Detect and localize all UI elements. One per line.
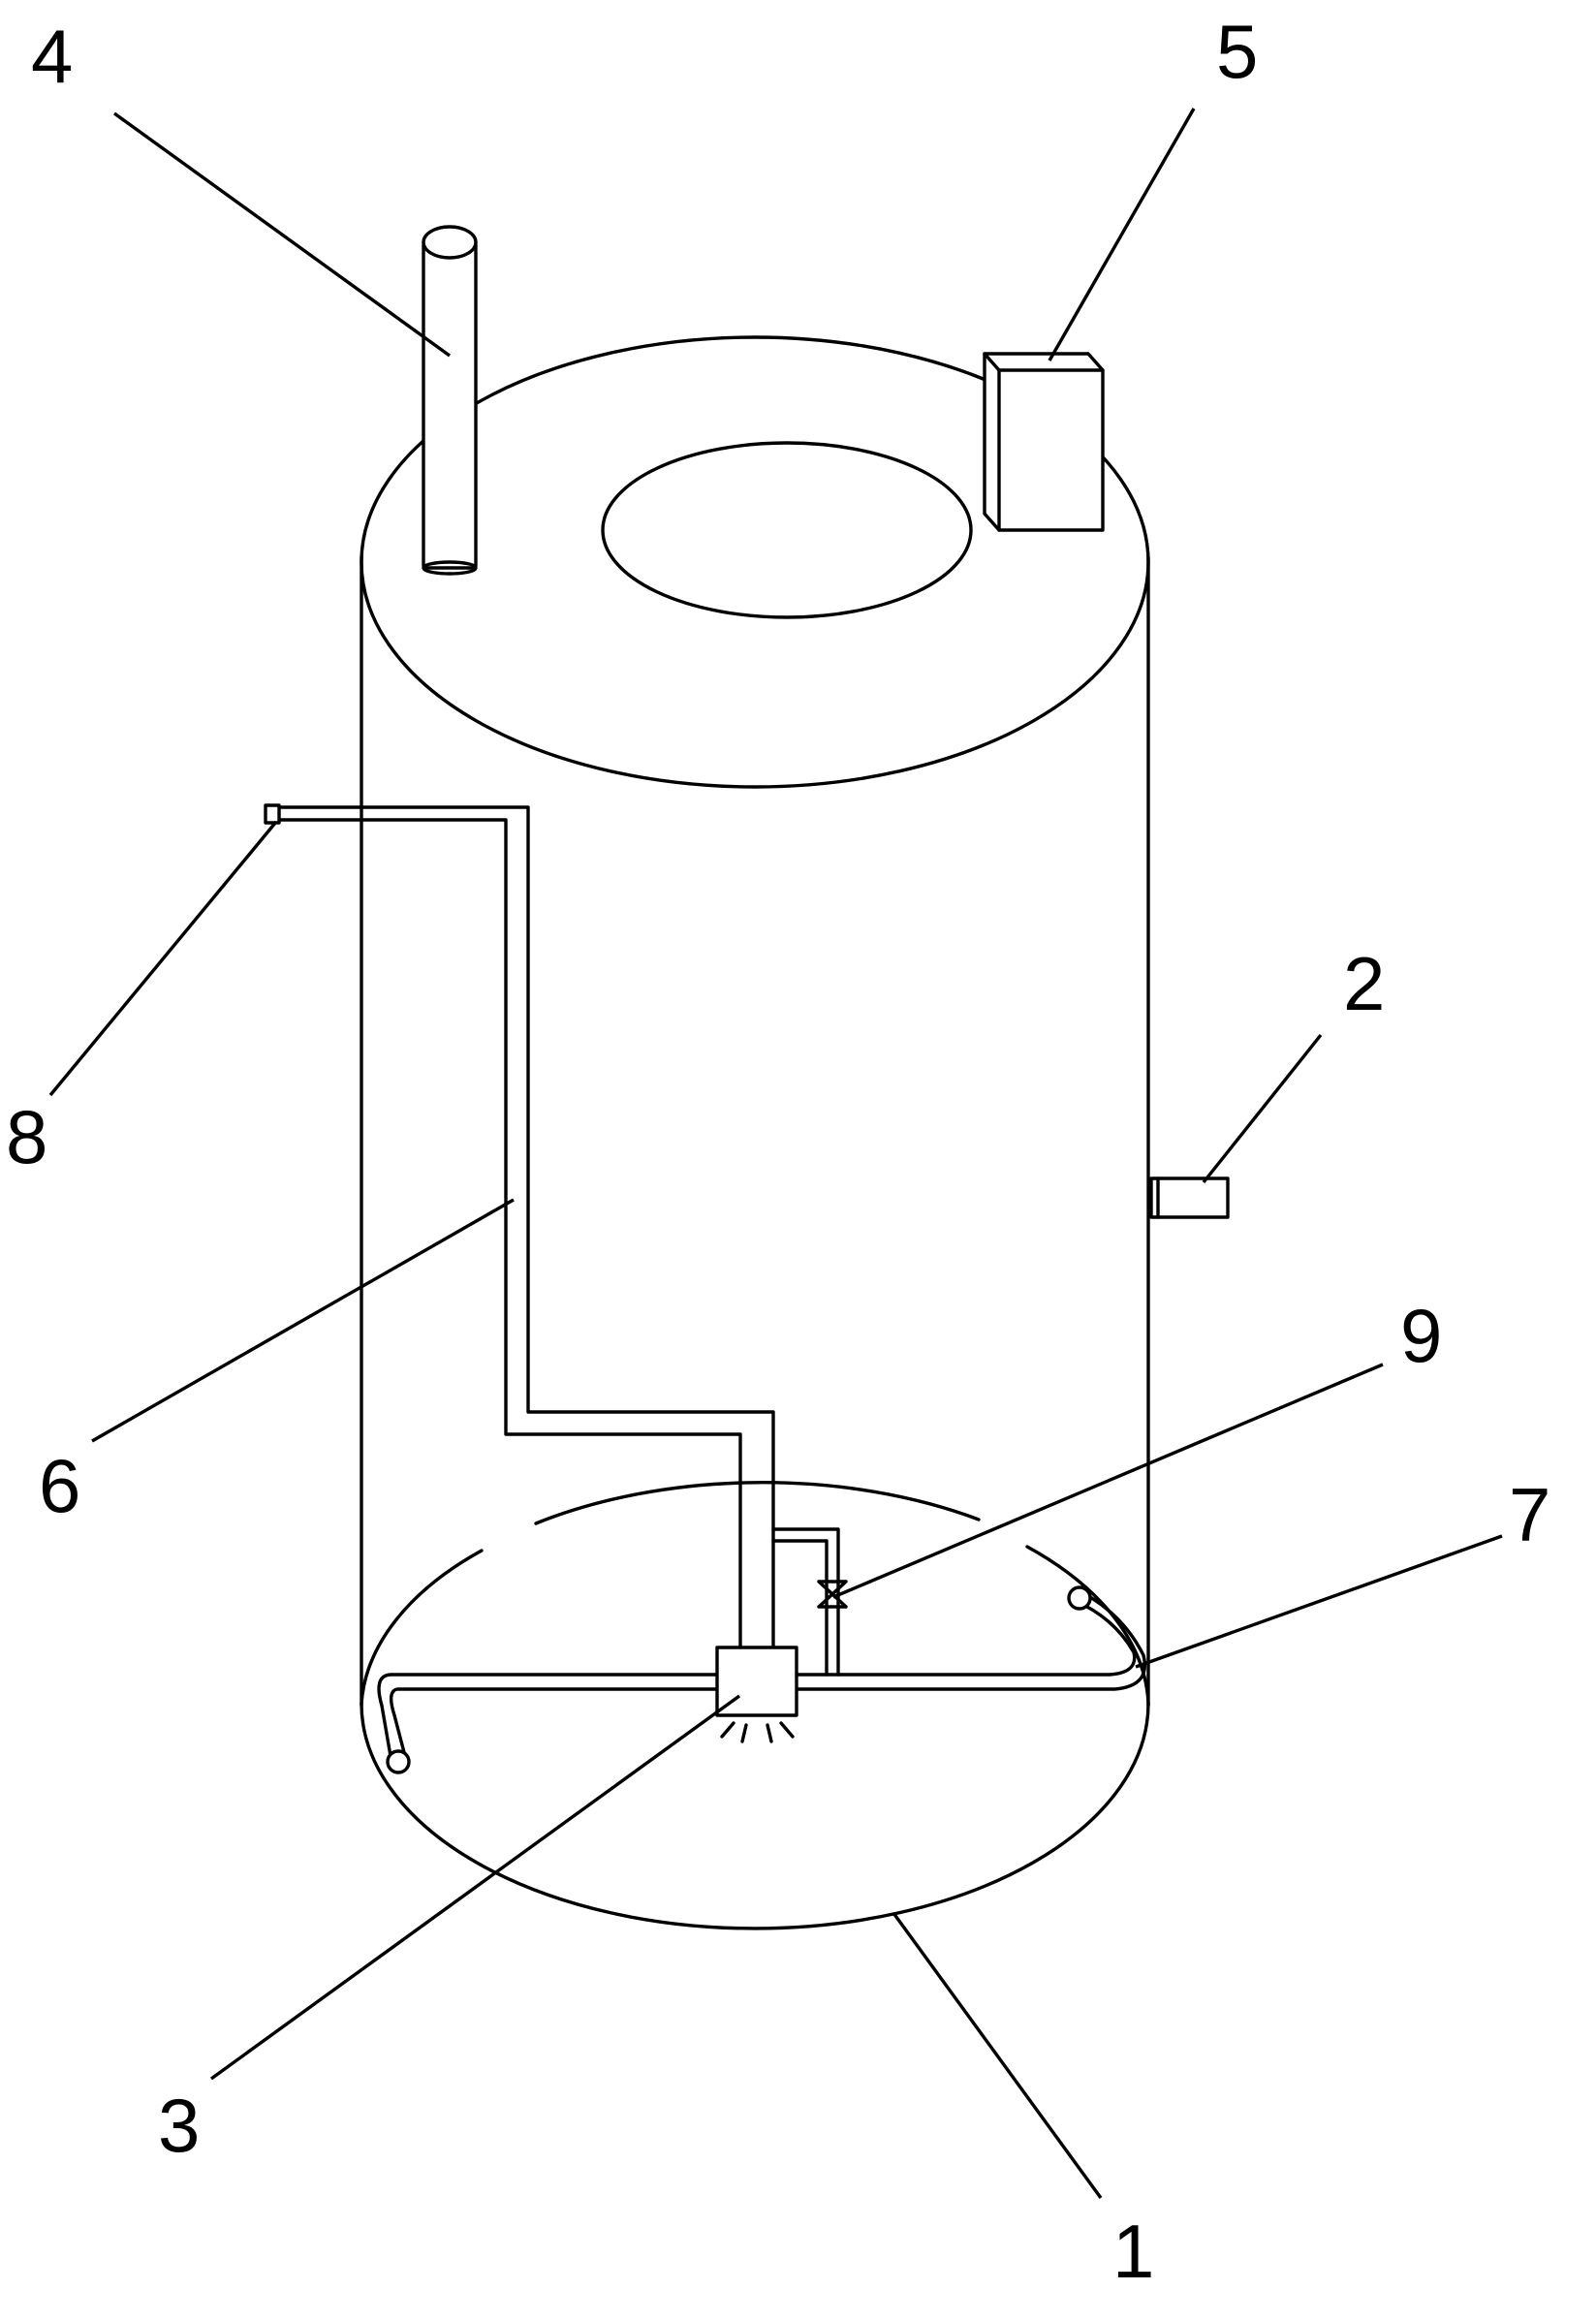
label-3: 3 bbox=[158, 2083, 200, 2168]
leader-line-6 bbox=[91, 1198, 515, 1443]
label-5: 5 bbox=[1216, 9, 1258, 94]
leader-line-1 bbox=[892, 1911, 1103, 2200]
leader-line-8 bbox=[48, 820, 278, 1097]
leader-line-3 bbox=[210, 1694, 740, 2081]
leader-line-5 bbox=[1048, 108, 1196, 361]
bottom-pipe bbox=[377, 1585, 1146, 1774]
vent-pipe bbox=[422, 225, 478, 576]
side-outlet bbox=[1149, 1176, 1230, 1219]
tank-body bbox=[360, 335, 1150, 1930]
label-2: 2 bbox=[1343, 941, 1385, 1026]
label-9: 9 bbox=[1400, 1293, 1442, 1378]
top-opening bbox=[601, 441, 973, 619]
label-8: 8 bbox=[6, 1094, 47, 1179]
valve bbox=[817, 1580, 848, 1609]
label-7: 7 bbox=[1509, 1472, 1550, 1557]
label-6: 6 bbox=[39, 1443, 80, 1528]
leader-line-9 bbox=[832, 1363, 1384, 1599]
leader-line-7 bbox=[1135, 1534, 1503, 1669]
control-box bbox=[983, 352, 1105, 532]
leader-line-2 bbox=[1202, 1033, 1323, 1184]
riser-pipe bbox=[266, 805, 775, 1649]
pipe-outlet bbox=[264, 803, 281, 825]
label-4: 4 bbox=[31, 14, 73, 99]
valve-branch bbox=[771, 1527, 840, 1677]
label-1: 1 bbox=[1112, 2209, 1154, 2294]
pump-unit bbox=[715, 1646, 798, 1743]
leader-line-4 bbox=[113, 111, 451, 358]
